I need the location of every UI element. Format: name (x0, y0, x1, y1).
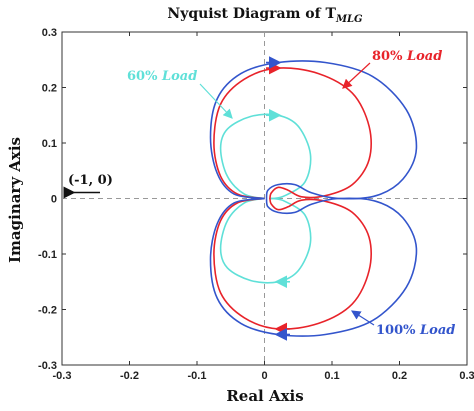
annotation-label-2: 100% Load (376, 323, 455, 338)
annotation-pointer-2 (350, 310, 375, 326)
nyquist-curves (209, 56, 418, 341)
annotation-load-word: Load (161, 69, 197, 84)
x-tick-label: 0.2 (392, 370, 407, 382)
chart-title: Nyquist Diagram of TMLG (167, 6, 363, 25)
curve-80pct-load-upper (213, 67, 372, 200)
curve-100pct-load-upper (209, 60, 418, 200)
annotation-percent: 100% (376, 323, 420, 338)
annotation-load-word: Load (406, 49, 442, 64)
annotation-pointer-0 (199, 83, 233, 119)
chart-title-main: Nyquist Diagram of T (167, 6, 336, 22)
x-tick-label: 0 (261, 370, 267, 382)
annotation-load-word: Load (419, 323, 455, 338)
x-tick-label: -0.3 (53, 370, 72, 382)
annotation-label-0: 60% Load (127, 69, 197, 84)
annotation-pointer-1 (342, 62, 371, 89)
axis-ticks: -0.3 -0.2 -0.1 0 0.1 0.2 0.3 0.3 0.2 0.1 0 -0.1 -0.2… (38, 27, 474, 382)
reference-point-label: (-1, 0) (68, 173, 113, 188)
annotation-label-1: 80% Load (372, 49, 442, 64)
y-tick-label: -0.1 (38, 249, 57, 261)
x-axis-label: Real Axis (226, 387, 303, 405)
y-tick-label: 0.3 (42, 27, 57, 39)
curve-100pct-load-lower (209, 197, 418, 337)
annotation-percent: 80% (372, 49, 407, 64)
annotation-percent: 60% (127, 69, 162, 84)
x-tick-label: 0.3 (459, 370, 474, 382)
y-tick-label: 0 (51, 194, 57, 206)
y-tick-label: 0.2 (42, 83, 57, 95)
x-tick-label: 0.1 (324, 370, 339, 382)
y-tick-label: -0.3 (38, 360, 57, 372)
y-tick-label: -0.2 (38, 305, 57, 317)
curve-80pct-load-lower (213, 197, 372, 330)
x-tick-label: -0.2 (120, 370, 139, 382)
x-tick-label: -0.1 (188, 370, 207, 382)
chart-title-subscript: MLG (335, 14, 363, 25)
y-axis-label: Imaginary Axis (6, 137, 24, 263)
y-tick-label: 0.1 (42, 138, 57, 150)
